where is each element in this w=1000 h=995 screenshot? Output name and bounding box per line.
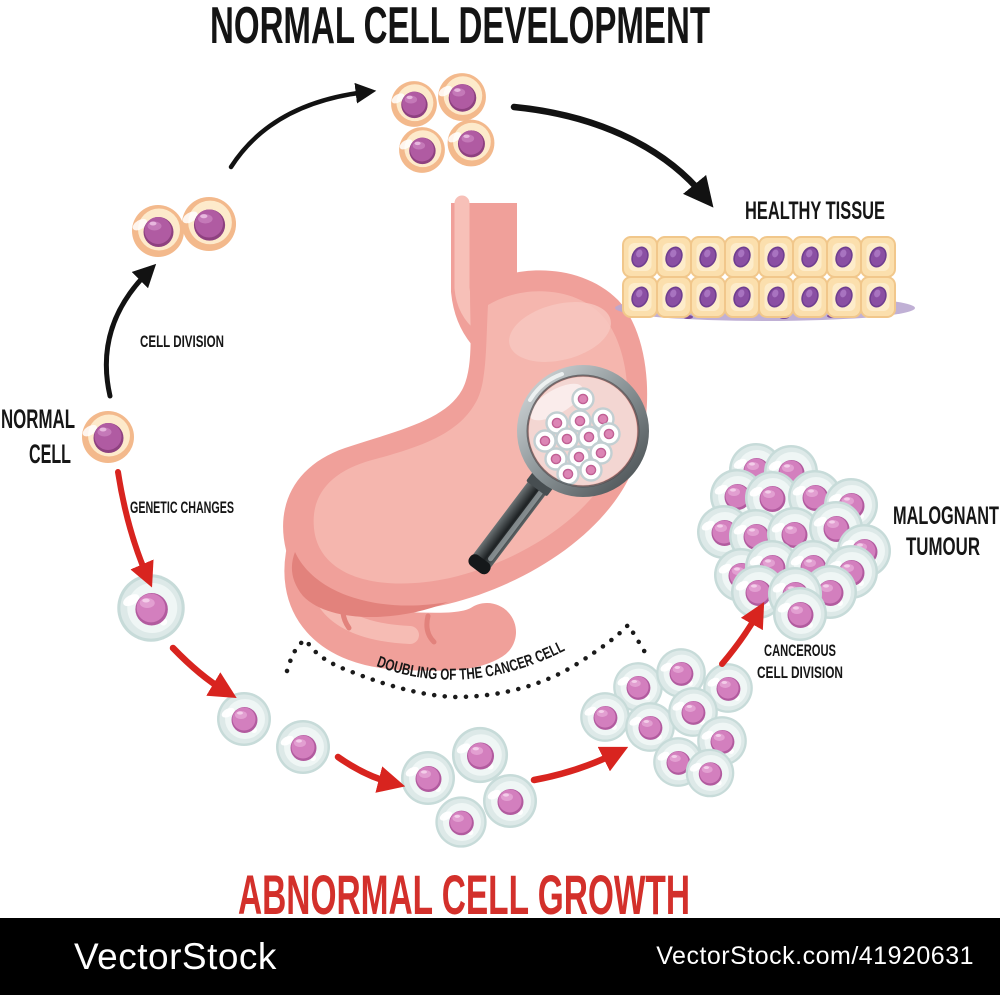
arrow-genetic-changes [115,469,154,588]
duodenum-crease [424,613,437,645]
normal-cell [80,411,134,463]
page-title: NORMAL CELL DEVELOPMENT [210,0,710,55]
abnormal-cell-pair [217,692,330,774]
label-normal-cell-line2: CELL [29,439,71,469]
divided-cell-pair [130,196,237,257]
healthy-tissue [615,236,915,321]
divided-cell-quad [389,73,495,173]
arrow-pair-to-quad [228,82,377,170]
rim-highlight [528,372,564,402]
magnifying-glass-icon [468,365,649,575]
label-healthy-tissue: HEALTHY TISSUE [745,197,885,225]
diagram-canvas: NORMAL CELL DEVELOPMENT [1,0,999,918]
magnifier-rim [517,365,649,497]
label-normal-cell-line1: NORMAL [1,404,75,434]
arrow-pair-to-quad-abnormal [334,753,406,793]
arrow-quad-to-cluster [530,746,629,784]
abnormal-cell-cluster [580,648,753,798]
magnifier-handle [468,469,555,575]
label-cell-division: CELL DIVISION [140,332,224,351]
abnormal-growth-title: ABNORMAL CELL GROWTH [238,863,690,918]
malignant-tumour [697,443,891,641]
tissue-cells [622,236,896,318]
fundus-highlight [509,302,611,362]
abnormal-cell-quad [401,726,537,848]
label-malignant-line2: TUMOUR [906,533,980,561]
stomach-illustration [283,195,648,671]
label-cancerous-line1: CANCEROUS [764,641,836,660]
stomach-inner [313,291,628,584]
stomach-shadow [291,552,448,618]
glass-sheen [529,383,583,421]
watermark-bar: VectorStock VectorStock.com/41920631 [0,918,1000,995]
arrow-quad-to-tissue [510,103,714,208]
arrow-single-to-pair [169,644,237,699]
label-malignant-line1: MALOGNANT [893,502,999,530]
abnormal-cell-single [117,574,185,642]
vectorstock-url-text: VectorStock.com/41920631 [656,942,974,970]
arrow-cluster-to-tumour [719,602,765,667]
label-genetic-changes: GENETIC CHANGES [130,498,234,517]
magnifier-rim-inner [526,374,640,488]
arrow-normal-to-pair [103,263,157,399]
vectorstock-logo-text: VectorStock [74,935,277,977]
doubling-dotted-arc [284,621,649,700]
label-cancerous-line2: CELL DIVISION [757,663,843,682]
